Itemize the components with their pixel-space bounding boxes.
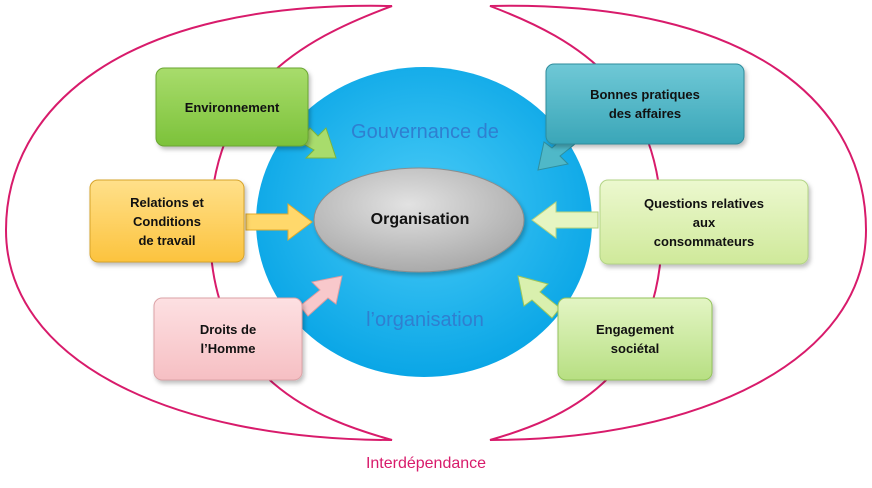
box-droits bbox=[153, 297, 303, 381]
interdependence-curve-left bbox=[4, 4, 393, 441]
arrow-relations bbox=[245, 203, 313, 241]
box-bonnes bbox=[545, 63, 745, 145]
interdependence-curve-right bbox=[489, 4, 868, 441]
box-questions bbox=[599, 179, 809, 265]
arrow-environnement bbox=[299, 127, 337, 159]
arrow-droits bbox=[299, 275, 343, 317]
box-engagement bbox=[557, 297, 713, 381]
box-relations bbox=[89, 179, 245, 263]
box-environnement bbox=[155, 67, 309, 147]
organisation-ellipse bbox=[313, 167, 525, 273]
arrow-questions bbox=[531, 201, 599, 239]
arrow-engagement bbox=[517, 275, 561, 319]
